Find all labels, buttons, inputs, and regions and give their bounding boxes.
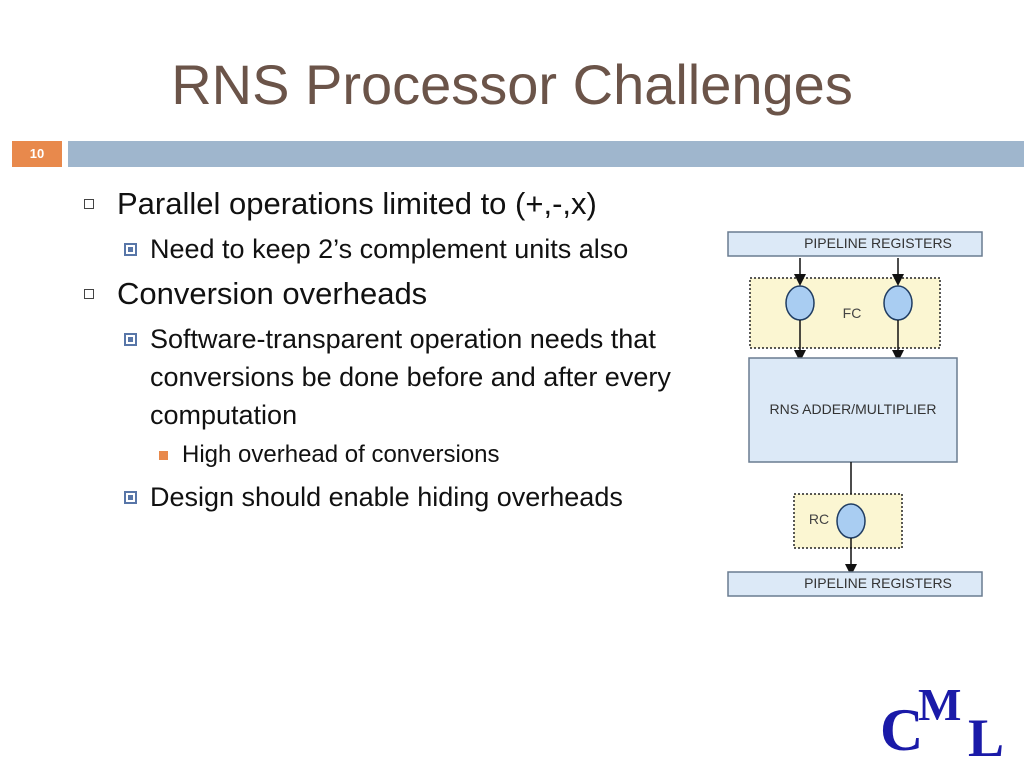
cml-logo: C M L [880, 680, 1004, 760]
square-bullet-icon [84, 199, 94, 209]
top-register-label: PIPELINE REGISTERS [804, 235, 952, 251]
forward-converter-label: FC [843, 305, 862, 321]
bullet-item: Parallel operations limited to (+,-,x) [80, 182, 720, 226]
adder-multiplier-label: RNS ADDER/MULTIPLIER [770, 401, 937, 417]
bullet-text: Design should enable hiding overheads [150, 482, 623, 512]
bullet-text: Conversion overheads [117, 276, 428, 311]
rns-adder-multiplier-box [748, 357, 958, 463]
header-bar [68, 141, 1024, 167]
boxed-square-bullet-icon [124, 243, 137, 256]
rns-pipeline-diagram: PIPELINE REGISTERS FC RNS ADDER/MULTIPLI… [727, 231, 983, 597]
filled-square-bullet-icon [159, 451, 168, 460]
bullet-item: Design should enable hiding overheads [80, 478, 720, 516]
boxed-square-bullet-icon [124, 491, 137, 504]
bullet-text: Need to keep 2’s complement units also [150, 234, 629, 264]
slide-number: 10 [12, 141, 62, 167]
bullet-item: Conversion overheads [80, 272, 720, 316]
boxed-square-bullet-icon [124, 333, 137, 346]
svg-text:C: C [880, 697, 923, 760]
slide-title: RNS Processor Challenges [171, 53, 853, 116]
converter-circle-right [883, 285, 913, 321]
reverse-converter-label: RC [809, 511, 829, 527]
top-pipeline-register-box [727, 231, 983, 257]
bullet-item: High overhead of conversions [80, 438, 720, 472]
converter-circle-left [785, 285, 815, 321]
svg-text:M: M [918, 680, 961, 730]
bullet-text: Parallel operations limited to (+,-,x) [117, 186, 597, 221]
bullet-text: High overhead of conversions [182, 441, 500, 468]
bullet-item: Software-transparent operation needs tha… [80, 320, 720, 434]
square-bullet-icon [84, 289, 94, 299]
bullet-item: Need to keep 2’s complement units also [80, 230, 720, 268]
bullet-list: Parallel operations limited to (+,-,x) N… [80, 182, 720, 520]
bullet-text: Software-transparent operation needs tha… [150, 324, 671, 430]
converter-circle-rc [836, 503, 866, 539]
bottom-register-label: PIPELINE REGISTERS [804, 575, 952, 591]
svg-text:L: L [968, 708, 1004, 760]
bottom-pipeline-register-box [727, 571, 983, 597]
